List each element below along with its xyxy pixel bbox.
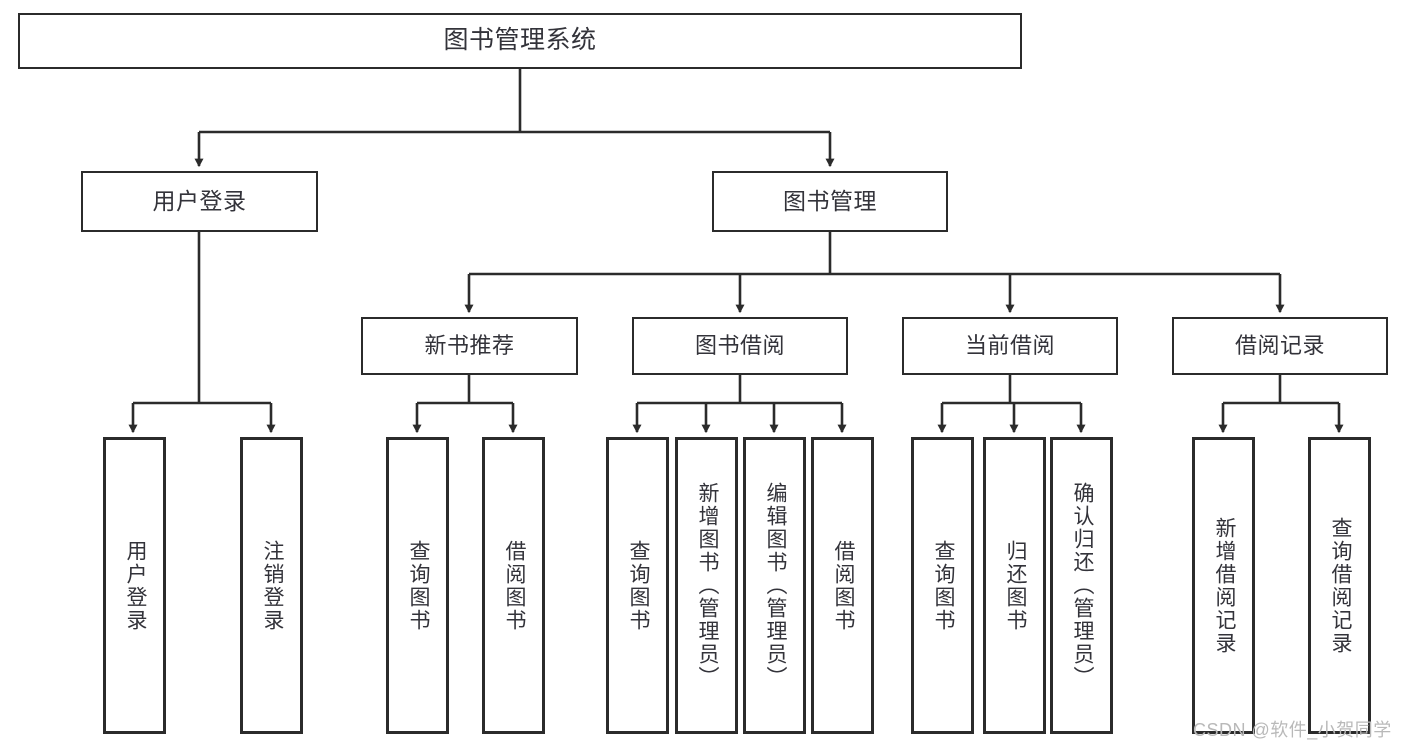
node-new-book-recommend[interactable]: 新书推荐: [361, 317, 578, 375]
node-label: 查询图书: [931, 539, 955, 632]
node-leaf-query-book-2[interactable]: 查询图书: [606, 437, 669, 734]
node-current-borrow[interactable]: 当前借阅: [902, 317, 1118, 375]
node-label: 编辑图书（管理员）: [763, 482, 787, 689]
node-label: 查询图书: [626, 539, 650, 632]
watermark-csdn: CSDN @软件_小贺同学: [1193, 720, 1392, 740]
node-root-book-management-system[interactable]: 图书管理系统: [18, 13, 1022, 69]
node-label: 归还图书: [1003, 539, 1027, 632]
node-label: 注销登录: [260, 539, 284, 632]
node-label: 借阅图书: [502, 539, 526, 632]
node-label: 图书管理: [783, 187, 877, 214]
node-leaf-add-book-admin[interactable]: 新增图书（管理员）: [675, 437, 738, 734]
node-label: 新增借阅记录: [1212, 516, 1236, 655]
node-label: 查询借阅记录: [1328, 516, 1352, 655]
node-leaf-user-logout[interactable]: 注销登录: [240, 437, 303, 734]
node-borrow-record[interactable]: 借阅记录: [1172, 317, 1388, 375]
node-label: 借阅图书: [831, 539, 855, 632]
node-leaf-query-book-3[interactable]: 查询图书: [911, 437, 974, 734]
node-leaf-confirm-return-admin[interactable]: 确认归还（管理员）: [1050, 437, 1113, 734]
node-label: 用户登录: [123, 539, 147, 632]
node-label: 新增图书（管理员）: [695, 482, 719, 689]
node-leaf-query-book-1[interactable]: 查询图书: [386, 437, 449, 734]
node-leaf-edit-book-admin[interactable]: 编辑图书（管理员）: [743, 437, 806, 734]
node-label: 新书推荐: [424, 332, 515, 358]
node-label: 图书借阅: [694, 332, 785, 358]
node-leaf-user-login-do[interactable]: 用户登录: [103, 437, 166, 734]
connector-edges: [128, 69, 1344, 434]
node-leaf-add-borrow-record[interactable]: 新增借阅记录: [1192, 437, 1255, 734]
node-leaf-query-borrow-record[interactable]: 查询借阅记录: [1308, 437, 1371, 734]
node-leaf-borrow-book-2[interactable]: 借阅图书: [811, 437, 874, 734]
node-user-login[interactable]: 用户登录: [81, 171, 318, 232]
node-label: 借阅记录: [1234, 332, 1325, 358]
node-label: 查询图书: [406, 539, 430, 632]
node-label: 图书管理系统: [443, 26, 597, 55]
node-book-manage[interactable]: 图书管理: [712, 171, 948, 232]
node-label: 用户登录: [152, 187, 247, 214]
node-label: 确认归还（管理员）: [1070, 482, 1094, 689]
node-label: 当前借阅: [964, 332, 1055, 358]
node-leaf-return-book[interactable]: 归还图书: [983, 437, 1046, 734]
node-leaf-borrow-book-1[interactable]: 借阅图书: [482, 437, 545, 734]
node-book-borrow[interactable]: 图书借阅: [632, 317, 848, 375]
